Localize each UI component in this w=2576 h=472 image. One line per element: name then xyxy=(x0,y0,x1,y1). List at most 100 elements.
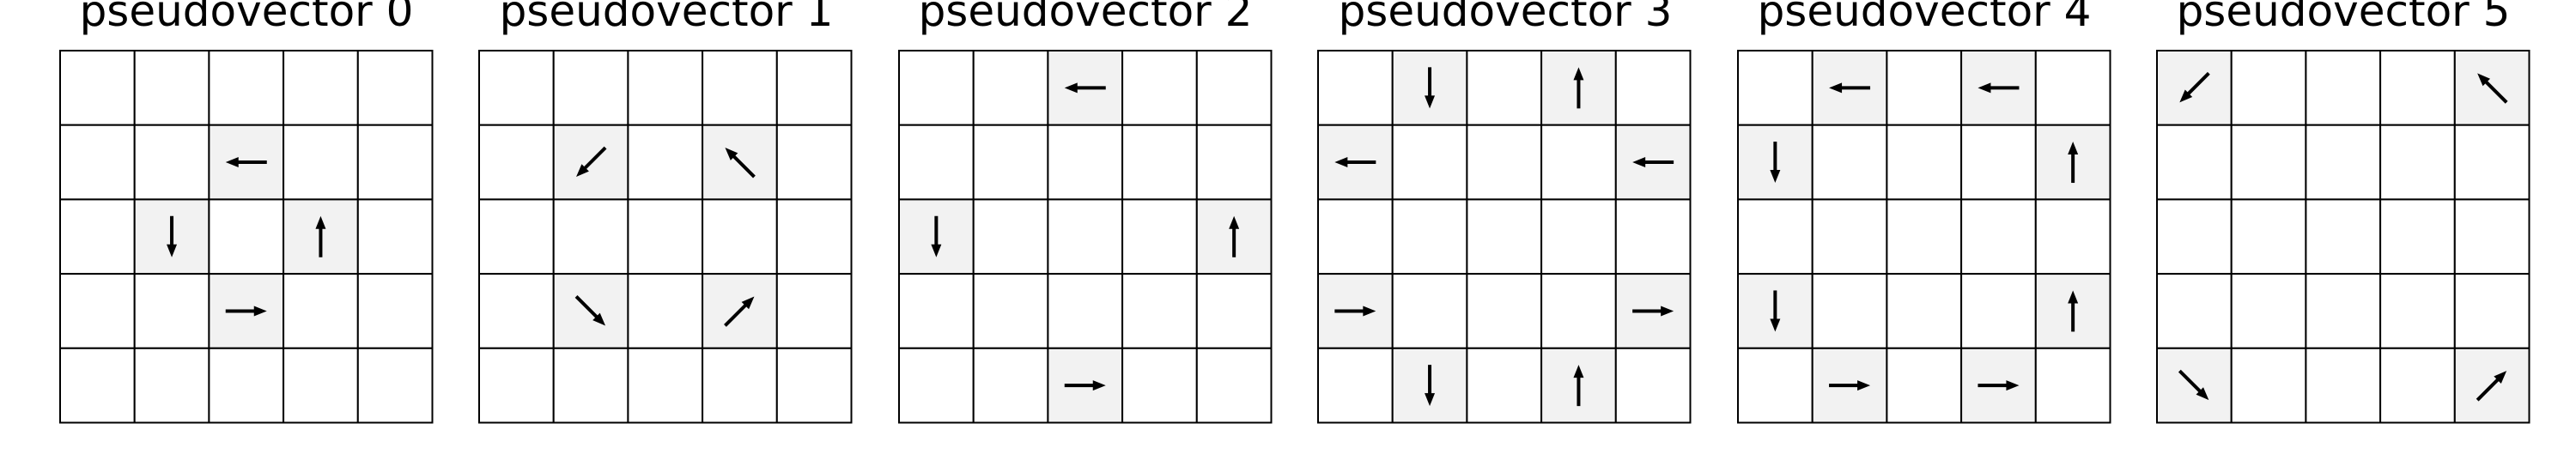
arrow-down-left-icon xyxy=(2179,71,2210,103)
grid-cell xyxy=(2230,347,2307,424)
grid-cell xyxy=(2379,198,2456,275)
grid-cell xyxy=(1121,273,1198,349)
grid-cell xyxy=(2034,198,2111,275)
panel-5-grid xyxy=(2156,50,2530,424)
arrow-right-icon xyxy=(1632,306,1674,317)
grid-cell xyxy=(627,50,704,126)
arrow-head xyxy=(1573,67,1584,81)
arrow-left-icon xyxy=(225,157,267,168)
arrow-left-icon xyxy=(1829,82,1871,94)
arrow-up-left-icon xyxy=(2477,73,2508,104)
arrow-right-icon xyxy=(1829,380,1871,391)
grid-cell xyxy=(972,273,1049,349)
arrow-head xyxy=(2068,142,2079,155)
grid-cell xyxy=(59,347,136,424)
arrow-shaft xyxy=(724,303,748,327)
grid-cell xyxy=(59,273,136,349)
arrow-shaft xyxy=(2186,71,2210,96)
grid-cell xyxy=(1195,273,1273,349)
grid-cell xyxy=(208,347,285,424)
arrow-up-right-icon xyxy=(2476,371,2507,402)
grid-cell xyxy=(702,347,778,424)
grid-cell xyxy=(1811,124,1888,201)
panel-0: pseudovector 0 xyxy=(59,0,434,424)
grid-cell xyxy=(1886,50,1963,126)
arrow-left-icon xyxy=(1334,157,1376,168)
arrow-shaft xyxy=(582,146,607,171)
grid-cell xyxy=(1047,273,1124,349)
arrow-shaft xyxy=(2483,80,2508,104)
grid-cell xyxy=(59,198,136,275)
arrow-head xyxy=(253,306,267,317)
grid-cell xyxy=(1121,198,1198,275)
grid-cell xyxy=(1960,124,2037,201)
grid-cell xyxy=(1540,273,1617,349)
arrow-head xyxy=(1425,95,1436,109)
arrow-down-right-icon xyxy=(574,295,606,326)
panel-2-grid xyxy=(898,50,1273,424)
arrow-head xyxy=(2006,380,2020,391)
grid-cell xyxy=(2305,273,2382,349)
grid-cell xyxy=(1047,198,1124,275)
grid-cell xyxy=(1737,347,1814,424)
panel-1-title: pseudovector 1 xyxy=(500,0,834,36)
arrow-head xyxy=(592,312,606,326)
grid-cell xyxy=(627,347,704,424)
grid-cell xyxy=(1466,198,1543,275)
arrow-head xyxy=(1632,157,1646,168)
arrow-down-icon xyxy=(167,215,178,257)
grid-cell xyxy=(356,198,434,275)
grid-cell xyxy=(356,273,434,349)
grid-cell xyxy=(552,50,629,126)
arrow-head xyxy=(167,244,178,257)
grid-cell xyxy=(283,347,359,424)
arrow-head xyxy=(576,164,589,178)
arrow-head xyxy=(1425,393,1436,407)
arrow-left-icon xyxy=(1978,82,2020,94)
arrow-head xyxy=(2068,290,2079,304)
grid-cell xyxy=(356,347,434,424)
arrow-right-icon xyxy=(1064,380,1106,391)
grid-cell xyxy=(1960,198,2037,275)
arrow-up-icon xyxy=(1229,215,1240,257)
grid-cell xyxy=(972,124,1049,201)
grid-cell xyxy=(627,198,704,275)
grid-cell xyxy=(2305,198,2382,275)
arrow-down-icon xyxy=(931,215,942,257)
arrow-head xyxy=(2477,73,2490,87)
arrow-shaft xyxy=(574,295,599,319)
grid-cell xyxy=(898,50,975,126)
grid-cell xyxy=(1121,124,1198,201)
grid-cell xyxy=(1737,50,1814,126)
grid-cell xyxy=(478,273,555,349)
grid-cell xyxy=(775,347,853,424)
arrow-up-right-icon xyxy=(724,296,755,327)
arrow-up-icon xyxy=(1573,67,1584,109)
grid-cell xyxy=(1391,124,1468,201)
grid-cell xyxy=(2156,198,2233,275)
grid-cell xyxy=(2453,198,2530,275)
grid-cell xyxy=(2379,347,2456,424)
grid-cell xyxy=(2230,50,2307,126)
grid-cell xyxy=(627,273,704,349)
arrow-head xyxy=(1573,365,1584,378)
arrow-down-icon xyxy=(1770,142,1781,184)
grid-cell xyxy=(972,50,1049,126)
arrow-head xyxy=(1978,82,1991,94)
grid-cell xyxy=(133,347,210,424)
panel-3-grid xyxy=(1317,50,1692,424)
arrow-head xyxy=(1334,157,1348,168)
grid-cell xyxy=(552,347,629,424)
panel-0-grid xyxy=(59,50,434,424)
panel-1-grid xyxy=(478,50,853,424)
grid-cell xyxy=(2156,124,2233,201)
panel-1: pseudovector 1 xyxy=(478,0,853,424)
arrow-down-icon xyxy=(1425,365,1436,407)
arrow-head xyxy=(741,296,755,310)
panel-2: pseudovector 2 xyxy=(898,0,1273,424)
grid-cell xyxy=(59,124,136,201)
arrow-down-icon xyxy=(1425,67,1436,109)
arrow-up-left-icon xyxy=(725,148,756,179)
panel-5-title: pseudovector 5 xyxy=(2177,0,2511,36)
grid-cell xyxy=(2230,273,2307,349)
